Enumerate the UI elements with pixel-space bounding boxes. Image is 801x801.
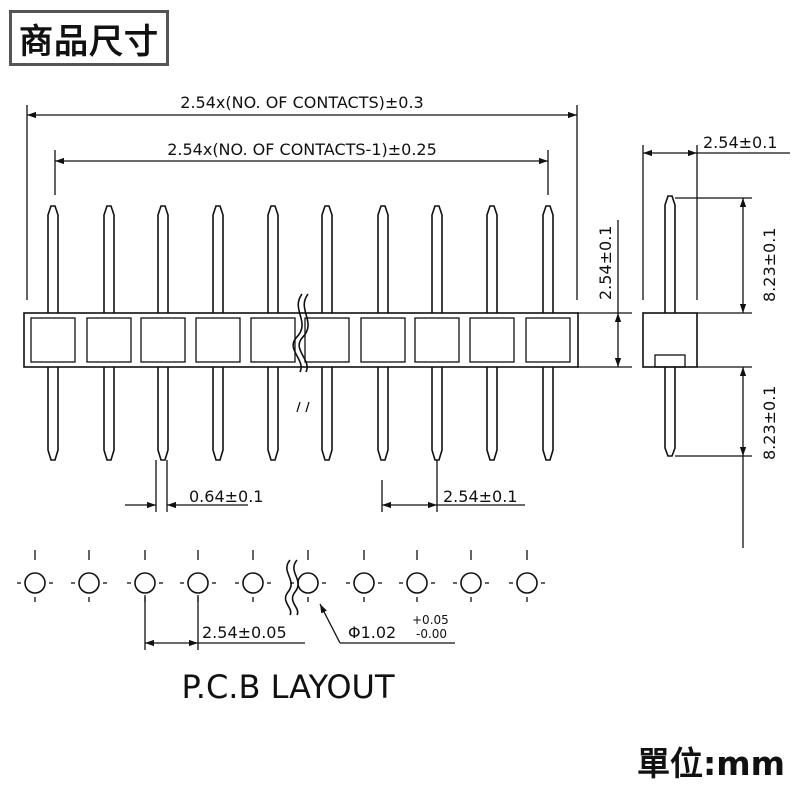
pin-lower [47,367,59,461]
side-view: 2.54±0.1 8.23±0.1 8.23±0.1 [642,133,790,548]
pin-pitch-label: 2.54±0.1 [443,487,517,506]
pcb-hole [242,572,264,594]
pin-upper [47,205,59,313]
pcb-hole [353,572,375,594]
overall-length-label: 2.54x(NO. OF CONTACTS)±0.3 [180,93,423,112]
header-body-cell [360,317,406,363]
hole-pitch-label: 2.54±0.05 [202,623,287,642]
pin-lower [212,367,224,461]
hole-tolerance-plus: +0.05 [412,613,449,627]
pin-lower [486,367,498,461]
pitch-span-label: 2.54x(NO. OF CONTACTS-1)±0.25 [167,140,437,159]
side-width-label: 2.54±0.1 [703,133,777,152]
pcb-hole [24,572,46,594]
break-mark [298,293,309,373]
pcb-hole [187,572,209,594]
pcb-layout-title: P.C.B LAYOUT [181,668,395,706]
pin-lower [377,367,389,461]
front-view: 2.54x(NO. OF CONTACTS)±0.3 2.54x(NO. OF … [23,93,632,512]
product-dimensions-title: 商品尺寸 [9,10,169,66]
header-body-cell [414,317,460,363]
break-mark [292,293,303,373]
header-body-cell [86,317,132,363]
pcb-hole [134,572,156,594]
pcb-hole [516,572,538,594]
pin-upper [377,205,389,313]
pcb-hole [78,572,100,594]
header-body-cell [30,317,76,363]
pin-upper [157,205,169,313]
header-body-cell [140,317,186,363]
pin-upper [542,205,554,313]
pin-upper [486,205,498,313]
side-pin-upper [664,195,676,313]
pin-lower [103,367,115,461]
pin-lower [321,367,333,461]
pin-upper [212,205,224,313]
side-body [642,312,698,368]
pin-upper [321,205,333,313]
pcb-break-mark [291,559,299,616]
pcb-hole [406,572,428,594]
pcb-break-mark [284,559,292,616]
header-body-cell [304,317,350,363]
pcb-layout: 2.54±0.05 Φ1.02 +0.05 -0.00 P.C.B LAYOUT [17,550,545,706]
pin-upper [267,205,279,313]
unit-label: 單位:mm [637,744,785,783]
header-body-cell [469,317,515,363]
pin-lower [267,367,279,461]
pin-lower [542,367,554,461]
side-body-notch [654,354,686,368]
header-pins [47,205,554,461]
header-body-cell [250,317,296,363]
body-height-label: 2.54±0.1 [596,226,615,300]
pcb-holes [17,550,545,602]
pin-upper-length-label: 8.23±0.1 [760,228,779,302]
pin-lower [157,367,169,461]
hole-tolerance-minus: -0.00 [416,627,447,641]
pcb-hole [297,572,319,594]
pin-lower [431,367,443,461]
pcb-hole [460,572,482,594]
header-body-cell [195,317,241,363]
pin-upper [431,205,443,313]
pin-width-label: 0.64±0.1 [189,487,263,506]
pin-lower-length-label: 8.23±0.1 [760,386,779,460]
pin-upper [103,205,115,313]
side-pin-lower [664,367,676,457]
header-body-cell [525,317,571,363]
hole-diameter-label: Φ1.02 [348,623,396,642]
